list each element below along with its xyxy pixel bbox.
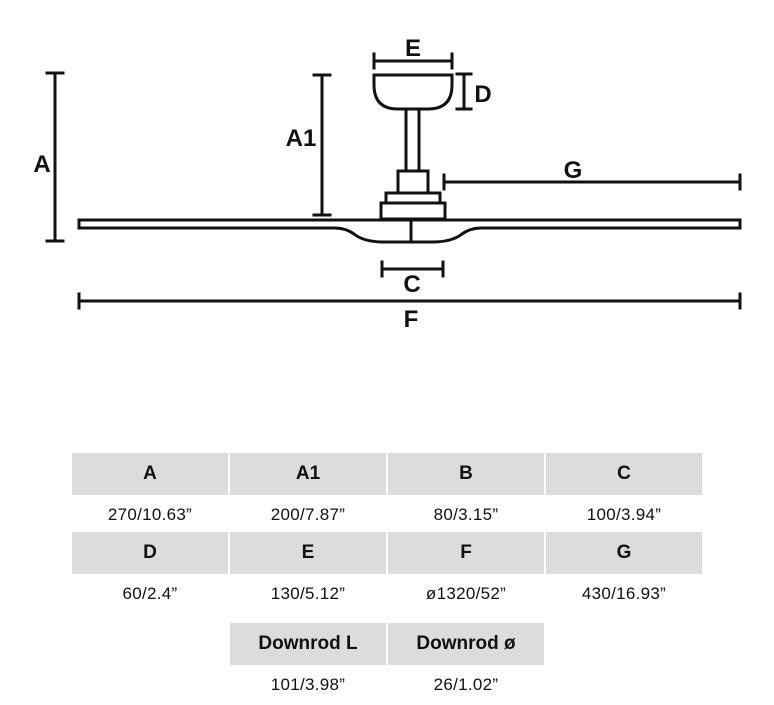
label-c: C (403, 271, 420, 298)
header-b: B (388, 453, 544, 495)
header-c: C (546, 453, 702, 495)
dimension-d-line (455, 72, 473, 111)
table-value-row-3: 101/3.98” 26/1.02” (230, 665, 544, 705)
value-c: 100/3.94” (586, 505, 662, 524)
header-g: G (546, 532, 702, 574)
downrod-shape (404, 107, 421, 173)
canopy-shape (372, 73, 454, 111)
value-e: 130/5.12” (270, 584, 346, 603)
table-value-row-2: 60/2.4” 130/5.12” ø1320/52” 430/16.93” (72, 574, 702, 614)
label-a1: A1 (286, 125, 317, 152)
table-header-row-1: A A1 B C (72, 453, 702, 495)
label-a: A (33, 151, 50, 178)
value-d: 60/2.4” (122, 584, 178, 603)
header-e: E (230, 532, 386, 574)
ceiling-fan-dimension-diagram: A A1 E D G C F (33, 35, 742, 333)
dimension-e-line (372, 52, 454, 70)
value-f: ø1320/52” (425, 584, 507, 603)
table-value-row-1: 270/10.63” 200/7.87” 80/3.15” 100/3.94” (72, 495, 702, 535)
value-a1: 200/7.87” (270, 505, 346, 524)
header-downrod-length: Downrod L (230, 623, 386, 665)
header-d: D (72, 532, 228, 574)
value-downrod-diameter: 26/1.02” (433, 675, 499, 694)
label-d: D (474, 81, 491, 108)
value-a: 270/10.63” (107, 505, 193, 524)
value-b: 80/3.15” (433, 505, 499, 524)
dimension-a1-line (312, 73, 332, 217)
value-g: 430/16.93” (581, 584, 667, 603)
header-f: F (388, 532, 544, 574)
blade-assembly-shape (77, 218, 742, 244)
dimension-c-line (380, 260, 445, 278)
header-downrod-diameter: Downrod ø (388, 623, 544, 665)
dimension-a-line (45, 71, 65, 243)
header-a: A (72, 453, 228, 495)
motor-lower-shape (379, 201, 447, 221)
table-header-row-3: Downrod L Downrod ø (230, 623, 544, 665)
dimension-g-line (442, 173, 742, 191)
label-g: G (564, 157, 583, 184)
label-e: E (405, 35, 421, 62)
motor-upper-shape (396, 169, 430, 195)
header-a1: A1 (230, 453, 386, 495)
label-f: F (404, 306, 419, 333)
dimension-f-line (77, 292, 742, 310)
value-downrod-length: 101/3.98” (270, 675, 346, 694)
table-header-row-2: D E F G (72, 532, 702, 574)
